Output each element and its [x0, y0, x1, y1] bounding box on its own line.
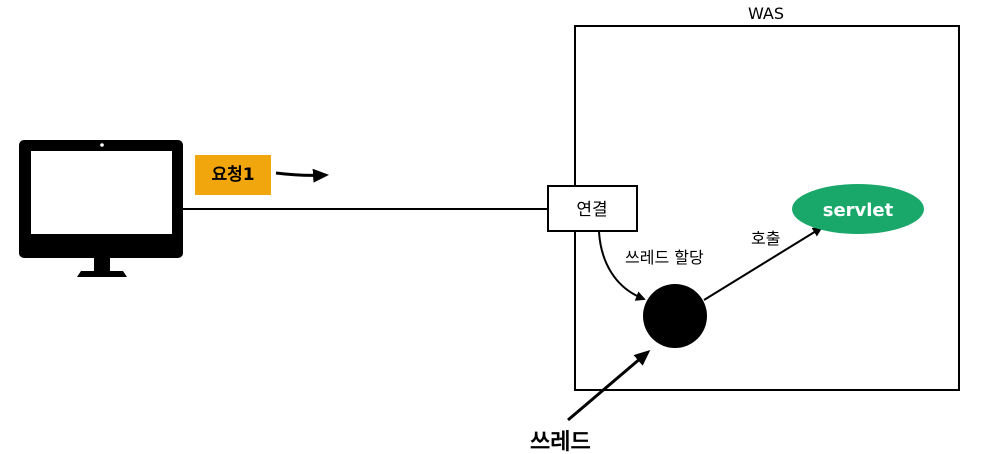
call-arrow	[703, 226, 823, 301]
request-arrow	[275, 168, 329, 183]
connection-box: 연결	[547, 185, 638, 232]
thread-assign-arrow	[598, 231, 646, 301]
monitor-icon	[19, 140, 183, 277]
was-title: WAS	[748, 4, 784, 23]
thread-pointer-arrow	[567, 350, 651, 422]
request-badge: 요청1	[195, 155, 271, 195]
request-label: 요청1	[211, 164, 254, 185]
thread-label: 쓰레드	[530, 430, 591, 454]
call-label: 호출	[751, 229, 780, 248]
servlet-label: servlet	[823, 200, 894, 221]
thread-assign-label: 쓰레드 할당	[625, 248, 704, 267]
servlet-node: servlet	[792, 184, 924, 234]
thread-node	[643, 284, 707, 348]
connection-label: 연결	[576, 200, 607, 220]
